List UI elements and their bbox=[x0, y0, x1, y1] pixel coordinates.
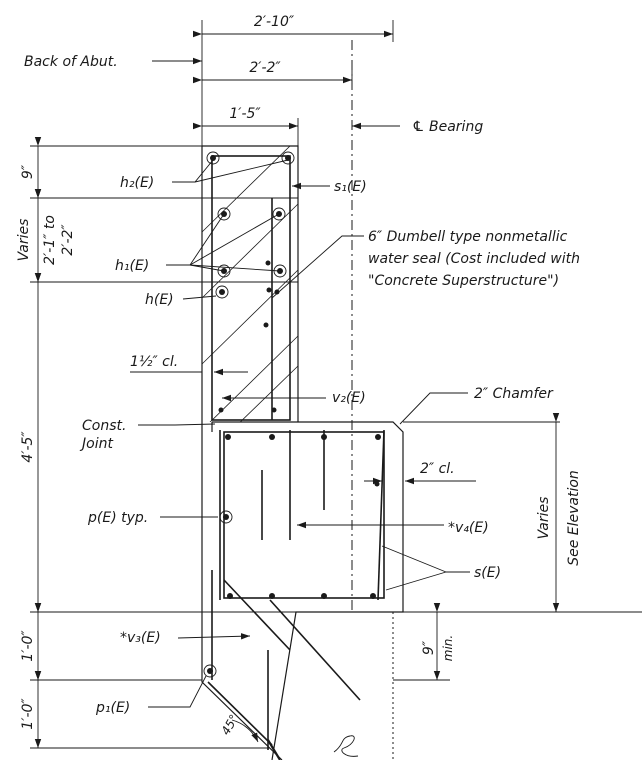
dim-lower-2: 1′-0″ bbox=[20, 698, 36, 730]
h-label: h(E) bbox=[145, 292, 174, 308]
v2-label: v₂(E) bbox=[332, 390, 366, 406]
h2-label: h₂(E) bbox=[120, 175, 154, 191]
right-leader-labels: s₁(E) 6″ Dumbell type nonmetallic water … bbox=[222, 179, 582, 681]
h1-label: h₁(E) bbox=[115, 258, 149, 274]
top-dimensions: 2′-10″ 2′-2″ 1′-5″ Back of Abut. ℄ Beari… bbox=[24, 14, 483, 146]
v4-label: *v₄(E) bbox=[448, 520, 489, 536]
dim-varies-b: 2′-1″ to bbox=[42, 215, 58, 265]
sE-label: s(E) bbox=[474, 565, 501, 581]
seal-label-1: 6″ Dumbell type nonmetallic bbox=[368, 229, 568, 245]
left-leader-labels: h₂(E) h₁(E) h(E) 1½″ cl. Const. Joint p(… bbox=[79, 159, 289, 743]
dim-height-top: 9″ bbox=[20, 164, 36, 179]
left-dimensions: 9″ Varies 2′-1″ to 2′-2″ 4′-5″ 1′-0″ 1′-… bbox=[16, 137, 76, 748]
dim-lower-1: 1′-0″ bbox=[20, 630, 36, 662]
pE-label: p(E) typ. bbox=[87, 510, 148, 526]
clear-1-label: 1½″ cl. bbox=[130, 354, 178, 370]
see-elevation-label: See Elevation bbox=[566, 470, 582, 566]
clear-2-label: 2″ cl. bbox=[420, 461, 455, 477]
bar-dots bbox=[203, 151, 381, 678]
reinforcing-bars bbox=[207, 155, 385, 760]
dim-height-main: 4′-5″ bbox=[20, 431, 36, 463]
dim-overall-width: 2′-10″ bbox=[254, 14, 295, 30]
dim-width-3: 1′-5″ bbox=[229, 106, 261, 122]
back-of-abut-label: Back of Abut. bbox=[24, 54, 118, 70]
break-symbol bbox=[333, 735, 359, 757]
seal-label-3: "Concrete Superstructure") bbox=[368, 273, 559, 289]
const-joint-label-1: Const. bbox=[82, 418, 126, 434]
dim-varies-c: 2′-2″ bbox=[60, 224, 76, 256]
seal-label-2: water seal (Cost included with bbox=[368, 251, 580, 267]
reference-lines bbox=[30, 40, 642, 760]
nine-min-label-a: 9″ bbox=[421, 640, 437, 655]
s1-label: s₁(E) bbox=[334, 179, 367, 195]
angle-label: 45° bbox=[218, 712, 241, 737]
const-joint-label-2: Joint bbox=[79, 436, 113, 452]
dim-width-2: 2′-2″ bbox=[249, 60, 281, 76]
chamfer-label: 2″ Chamfer bbox=[474, 386, 554, 402]
cl-bearing-label: ℄ Bearing bbox=[412, 119, 483, 135]
varies-right-label: Varies bbox=[536, 497, 552, 540]
nine-min-label-b: min. bbox=[441, 635, 455, 661]
v3-label: *v₃(E) bbox=[120, 630, 161, 646]
p1-label: p₁(E) bbox=[95, 700, 130, 716]
dim-varies-a: Varies bbox=[16, 219, 32, 262]
